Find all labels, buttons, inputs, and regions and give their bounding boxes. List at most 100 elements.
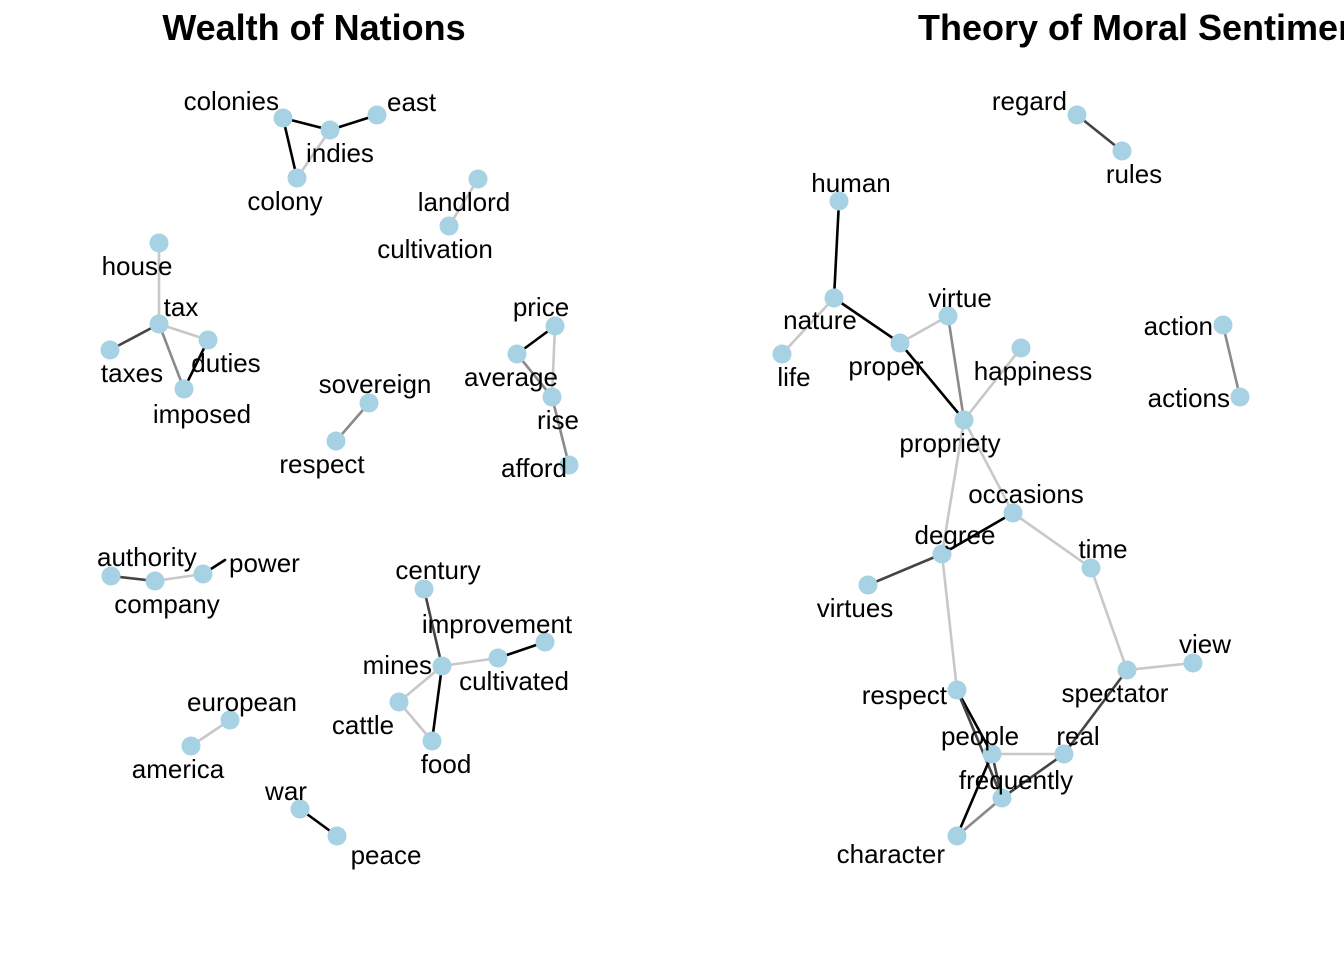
node-label-wealth-war: war [264, 776, 307, 806]
node-wealth-tax [149, 314, 169, 334]
node-label-wealth-house: house [102, 251, 173, 281]
node-label-wealth-company: company [114, 589, 220, 619]
edge-moral-spectator-real [1062, 668, 1129, 756]
node-wealth-century [414, 579, 434, 599]
node-label-wealth-century: century [395, 555, 480, 585]
node-label-wealth-power: power [229, 548, 300, 578]
edge-moral-nature-proper [832, 296, 902, 345]
node-label-wealth-sovereign: sovereign [319, 369, 432, 399]
node-moral-actions [1230, 387, 1250, 407]
edge-moral-propriety-occasions [962, 418, 1015, 515]
node-label-wealth-east: east [387, 87, 437, 117]
node-moral-nature [824, 288, 844, 308]
node-wealth-cultivated [488, 648, 508, 668]
node-label-moral-occasions: occasions [968, 479, 1084, 509]
node-wealth-afford [559, 455, 579, 475]
edge-wealth-indies-colony [295, 128, 332, 180]
node-label-wealth-rise: rise [537, 405, 579, 435]
node-wealth-price [545, 316, 565, 336]
edge-moral-human-nature [832, 199, 841, 300]
node-moral-action [1213, 315, 1233, 335]
node-label-moral-nature: nature [783, 305, 857, 335]
node-label-moral-propriety: propriety [899, 428, 1000, 458]
node-label-wealth-improvement: improvement [422, 609, 573, 639]
node-wealth-company [145, 571, 165, 591]
edge-moral-spectator-view [1125, 661, 1195, 672]
node-label-moral-action: action [1144, 311, 1213, 341]
node-label-moral-time: time [1078, 534, 1127, 564]
node-label-moral-view: view [1179, 629, 1231, 659]
nodes-layer [100, 105, 1250, 846]
node-label-wealth-price: price [513, 292, 569, 322]
node-moral-time [1081, 558, 1101, 578]
edge-moral-degree-virtues [866, 552, 944, 587]
node-moral-rules [1112, 141, 1132, 161]
edge-moral-propriety-degree [940, 418, 966, 556]
node-wealth-mines [432, 656, 452, 676]
edge-wealth-tax-imposed [157, 322, 186, 391]
node-wealth-peace [327, 826, 347, 846]
node-wealth-sovereign [359, 393, 379, 413]
node-wealth-imposed [174, 379, 194, 399]
node-moral-happiness [1011, 338, 1031, 358]
node-wealth-authority [101, 566, 121, 586]
node-label-moral-spectator: spectator [1062, 678, 1169, 708]
node-wealth-house [149, 233, 169, 253]
edge-moral-people-character [955, 752, 994, 838]
node-label-wealth-mines: mines [363, 650, 432, 680]
node-label-moral-respect: respect [862, 680, 948, 710]
node-label-wealth-indies: indies [306, 138, 374, 168]
edge-wealth-century-mines [422, 587, 444, 668]
node-label-wealth-landlord: landlord [418, 187, 511, 217]
edge-moral-proper-propriety [898, 341, 966, 422]
node-label-moral-life: life [777, 362, 810, 392]
node-label-wealth-afford: afford [501, 453, 567, 483]
node-label-moral-happiness: happiness [974, 356, 1093, 386]
edge-moral-occasions-time [1011, 511, 1093, 570]
edge-moral-degree-respect [940, 552, 959, 692]
node-wealth-duties [198, 330, 218, 350]
edge-wealth-rise-afford [550, 395, 571, 467]
node-moral-proper [890, 333, 910, 353]
node-wealth-colony [287, 168, 307, 188]
node-label-moral-proper: proper [848, 351, 923, 381]
node-moral-degree [932, 544, 952, 564]
node-label-moral-regard: regard [992, 86, 1067, 116]
node-wealth-respect [326, 431, 346, 451]
node-moral-frequently [992, 788, 1012, 808]
node-label-wealth-peace: peace [351, 840, 422, 870]
edge-moral-frequently-real [1000, 752, 1066, 800]
node-moral-occasions [1003, 503, 1023, 523]
node-label-wealth-imposed: imposed [153, 399, 251, 429]
node-label-wealth-cattle: cattle [332, 710, 394, 740]
edge-moral-time-spectator [1089, 566, 1129, 672]
node-wealth-war [290, 799, 310, 819]
node-wealth-cattle [389, 692, 409, 712]
node-label-moral-actions: actions [1148, 383, 1230, 413]
node-moral-regard [1067, 105, 1087, 125]
edge-moral-action-actions [1221, 323, 1242, 399]
node-moral-respect [947, 680, 967, 700]
node-moral-propriety [954, 410, 974, 430]
node-label-moral-virtues: virtues [817, 593, 894, 623]
node-label-wealth-respect: respect [279, 449, 365, 479]
node-wealth-east [367, 105, 387, 125]
node-moral-human [829, 191, 849, 211]
edge-moral-occasions-degree [940, 511, 1015, 556]
node-label-moral-rules: rules [1106, 159, 1162, 189]
node-label-moral-degree: degree [915, 520, 996, 550]
node-moral-spectator [1117, 660, 1137, 680]
node-label-wealth-america: america [132, 754, 225, 784]
node-wealth-power [193, 564, 213, 584]
node-label-wealth-average: average [464, 362, 558, 392]
node-label-wealth-tax: tax [164, 292, 199, 322]
node-label-moral-frequently: frequently [959, 765, 1073, 795]
node-wealth-rise [542, 387, 562, 407]
edge-wealth-price-rise [550, 324, 557, 399]
node-label-wealth-food: food [421, 749, 472, 779]
node-wealth-food [422, 731, 442, 751]
edge-moral-nature-life [780, 296, 836, 356]
node-label-moral-real: real [1056, 721, 1099, 751]
